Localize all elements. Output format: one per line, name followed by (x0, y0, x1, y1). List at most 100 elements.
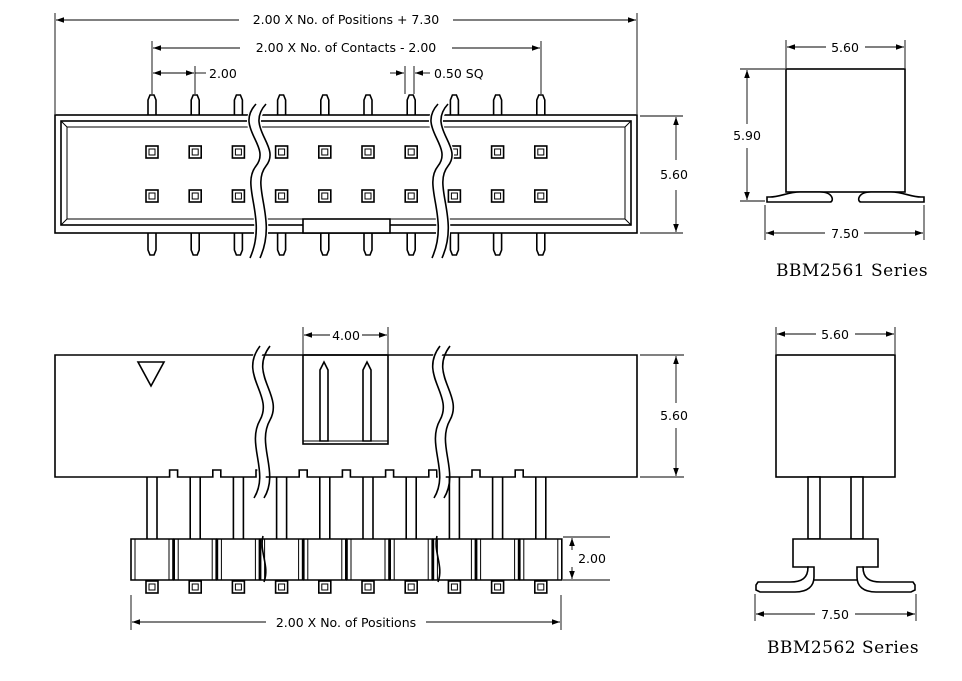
front-pin (318, 469, 331, 541)
dim-foot: 2.00 (569, 538, 606, 579)
contact-square (361, 145, 375, 159)
front-pin-block (475, 538, 520, 581)
front-pin (534, 469, 547, 541)
side2-base-block (792, 538, 879, 581)
front-pin (275, 469, 288, 541)
front-pin (146, 469, 158, 541)
contact-square (317, 145, 332, 159)
plan-pin-bottom (190, 231, 200, 256)
plan-pin-top (190, 94, 200, 117)
front-tail-square (447, 580, 462, 594)
contact-square-inner (407, 148, 415, 156)
side-leg-left (766, 191, 834, 203)
series-label-bbm2562: BBM2562 Series (767, 638, 919, 658)
plan-pin-bottom (449, 231, 460, 256)
front-pins (130, 469, 563, 594)
side2-leg-left (755, 566, 815, 593)
contact-square (145, 145, 159, 159)
front-tail-square (490, 580, 505, 594)
front-tail-square (145, 580, 159, 594)
dim-front-overall-label: 2.00 X No. of Positions (276, 615, 416, 630)
contact-square (533, 189, 548, 203)
dim-front-height: 5.60 (660, 356, 688, 476)
contact-square (447, 189, 462, 203)
dim-side2-footprint: 7.50 (756, 607, 915, 622)
plan-pin-top (449, 94, 460, 117)
dim-side-width: 5.60 (787, 40, 904, 55)
front-pin-block (519, 538, 563, 581)
front-pin-block (303, 538, 347, 581)
front-tail-square (231, 580, 246, 594)
side2-body (775, 354, 896, 478)
plan-pin-top (536, 94, 546, 117)
break-lines-plan (247, 103, 455, 259)
front-pin-block (259, 538, 304, 581)
dim-contacts-span: 2.00 X No. of Contacts - 2.00 (153, 40, 540, 55)
dim-foot-label: 2.00 (578, 551, 606, 566)
slot-pin-right (362, 360, 372, 442)
plan-pin-bottom (233, 231, 244, 256)
dim-front-overall: 2.00 X No. of Positions (132, 615, 560, 630)
dim-overall-label: 2.00 X No. of Positions + 7.30 (253, 12, 440, 27)
contact-square-inner (407, 192, 415, 200)
contact-square (231, 145, 246, 159)
bottom-front-view: 4.00 5.60 2.00 (54, 327, 688, 630)
dim-plan-height: 5.60 (660, 117, 688, 232)
dim-side-height: 5.90 (733, 70, 761, 200)
slot-pin-left (319, 360, 329, 442)
dim-side-footprint: 7.50 (766, 226, 923, 241)
dim-side2-width-label: 5.60 (821, 327, 849, 342)
dim-contacts-label: 2.00 X No. of Contacts - 2.00 (256, 40, 437, 55)
front-tail-square-inner (450, 583, 458, 591)
series-label-bbm2561: BBM2561 Series (776, 261, 928, 281)
front-tail-square (188, 580, 202, 594)
dim-pin-size: 0.50 SQ (390, 66, 484, 81)
front-tail-square-inner (234, 583, 242, 591)
dim-plan-height-label: 5.60 (660, 167, 688, 182)
front-pin (491, 469, 504, 541)
front-tail-square-inner (537, 583, 545, 591)
dim-pin-label: 0.50 SQ (434, 66, 484, 81)
dim-slot: 4.00 (304, 328, 387, 343)
front-pin (232, 469, 245, 541)
contact-square-inner (191, 148, 199, 156)
front-pin (362, 469, 374, 541)
contact-square (490, 145, 505, 159)
front-body (54, 354, 638, 478)
contact-square (274, 189, 289, 203)
plan-pin-bottom (147, 231, 157, 256)
contact-square (188, 189, 202, 203)
contact-square-inner (321, 192, 329, 200)
dim-side2-width: 5.60 (777, 327, 894, 342)
front-pin (448, 469, 461, 541)
contact-square-inner (494, 192, 502, 200)
plan-pin-bottom (492, 231, 503, 256)
dim-overall-length: 2.00 X No. of Positions + 7.30 (56, 12, 636, 27)
contact-square-inner (234, 192, 242, 200)
plan-pin-top (233, 94, 244, 117)
contact-square-inner (364, 148, 372, 156)
dim-side-footprint-label: 7.50 (831, 226, 859, 241)
side2-leg-right (856, 566, 916, 593)
contact-square-inner (364, 192, 372, 200)
plan-pin-top (363, 94, 373, 117)
front-tail-square (533, 580, 548, 594)
plan-pins (147, 94, 546, 256)
dim-side-width-label: 5.60 (831, 40, 859, 55)
contact-square-inner (148, 148, 156, 156)
plan-pin-bottom (276, 231, 287, 256)
plan-pin-top (406, 94, 416, 117)
dim-side2-footprint-label: 7.50 (821, 607, 849, 622)
bottom-side-view: 5.60 7.50 BBM2562 Series (754, 327, 919, 658)
contact-square (274, 145, 289, 159)
header-body-plan (54, 114, 638, 234)
front-tail-square (274, 580, 289, 594)
contact-square-inner (450, 192, 458, 200)
plan-pin-top (276, 94, 287, 117)
contact-square (533, 145, 548, 159)
plan-pin-top (147, 94, 157, 117)
front-pin-block (130, 538, 174, 581)
contact-square (317, 189, 332, 203)
plan-pin-bottom (536, 231, 546, 256)
